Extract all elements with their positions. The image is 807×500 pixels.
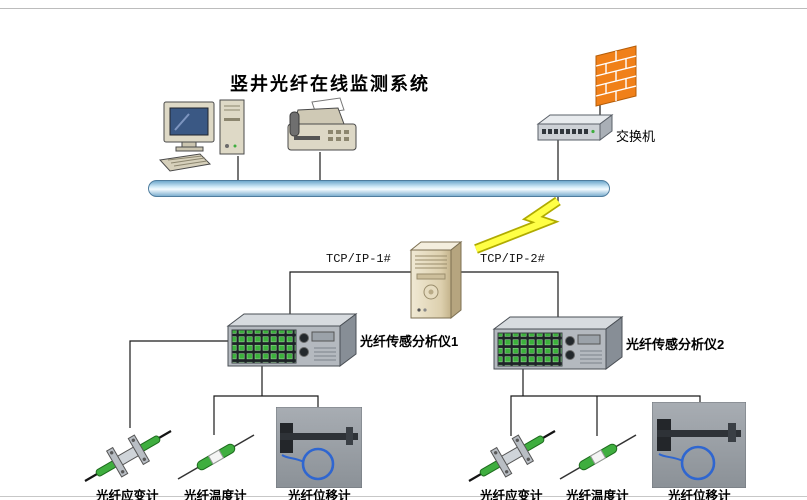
monitor-screen — [169, 107, 209, 136]
fax-handset — [289, 111, 300, 137]
fiber-thermometer-icon — [177, 434, 255, 480]
diagram-edges — [129, 104, 701, 436]
fiber-loop — [680, 445, 716, 481]
fiber-ports-panel — [497, 332, 563, 367]
sensor-label-temperature-1: 光纤温度计 — [184, 489, 247, 500]
fiber-strain-gauge-icon — [468, 430, 556, 482]
analyzer-2-label: 光纤传感分析仪2 — [626, 337, 725, 352]
desktop-computer-icon — [159, 99, 245, 172]
fiber-strain-gauge-icon — [84, 430, 172, 482]
keyboard — [159, 153, 212, 172]
displacement-rod — [657, 430, 741, 437]
page-top-rule — [0, 8, 807, 9]
fax-machine-icon — [287, 97, 357, 151]
fiber-analyzer-1-icon — [226, 313, 358, 367]
sensor-label-displacement-2: 光纤位移计 — [668, 489, 731, 500]
lightning-bolt-icon — [474, 198, 560, 253]
fiber-displacement-meter-photo — [652, 402, 746, 488]
fax-keypad — [328, 130, 349, 141]
server-vents — [415, 255, 447, 269]
fiber-thermometer-icon — [559, 434, 637, 480]
tcp-ip-1-label: TCP/IP-1# — [326, 252, 391, 266]
firewall-icon — [595, 45, 637, 107]
analyzer-1-label: 光纤传感分析仪1 — [360, 334, 459, 349]
diagram-title: 竖井光纤在线监测系统 — [230, 74, 430, 94]
rack-vents — [314, 347, 336, 361]
fiber-loop — [301, 447, 335, 481]
sensor-label-displacement-1: 光纤位移计 — [288, 489, 351, 500]
sensor-label-temperature-2: 光纤温度计 — [566, 489, 629, 500]
server-tower-icon — [409, 240, 463, 320]
network-switch-icon — [536, 114, 614, 141]
tcp-ip-2-label: TCP/IP-2# — [480, 252, 545, 266]
fiber-displacement-meter-photo — [276, 407, 362, 488]
switch-label: 交换机 — [616, 129, 656, 144]
sensor-label-strain-1: 光纤应变计 — [96, 489, 159, 500]
switch-ports — [542, 129, 588, 134]
page-bottom-rule — [0, 496, 807, 497]
sensor-label-strain-2: 光纤应变计 — [480, 489, 543, 500]
rack-vents — [580, 350, 602, 364]
displacement-rod — [280, 433, 358, 440]
fiber-ports-panel — [231, 329, 297, 364]
fiber-analyzer-2-icon — [492, 316, 624, 370]
firewall-mortar — [595, 51, 637, 101]
network-backbone-bus — [148, 180, 610, 197]
